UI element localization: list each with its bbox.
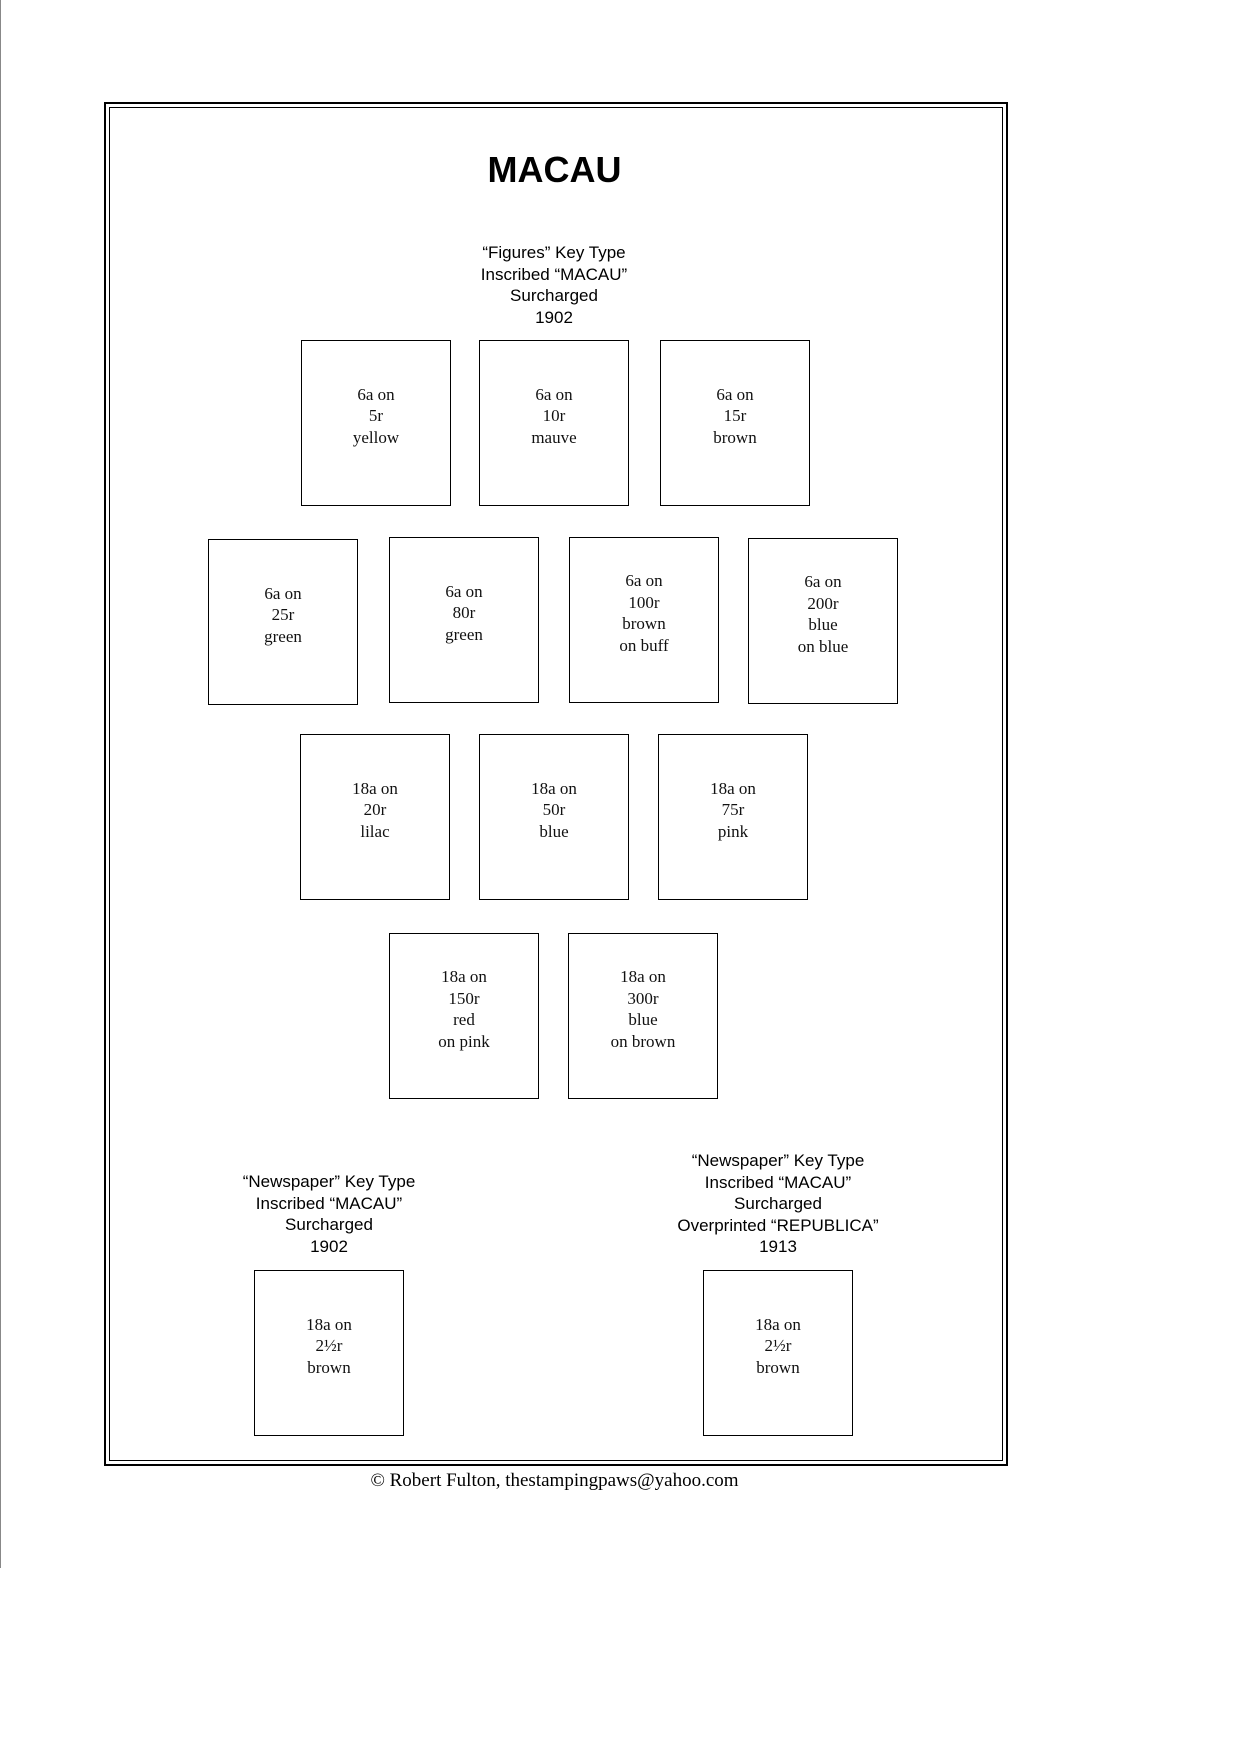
- section-heading-newspaper-republica: “Newspaper” Key Type Inscribed “MACAU” S…: [628, 1150, 928, 1258]
- stamp-line: blue: [628, 1010, 658, 1029]
- stamp-line: 6a on: [535, 384, 573, 404]
- stamp-space: 18a on 300r blue on brown: [568, 933, 718, 1099]
- stamp-line: 2½r: [315, 1336, 343, 1356]
- stamp-line: brown: [622, 614, 666, 633]
- heading-line: “Figures” Key Type: [482, 243, 626, 262]
- heading-line: 1902: [535, 307, 573, 327]
- section-heading-figures: “Figures” Key Type Inscribed “MACAU” Sur…: [404, 242, 704, 328]
- stamp-space: 18a on 2½r brown: [254, 1270, 404, 1436]
- stamp-description: 18a on 75r pink: [710, 778, 756, 843]
- copyright-footer: © Robert Fulton, thestampingpaws@yahoo.c…: [370, 1470, 739, 1491]
- stamp-line: brown: [307, 1357, 351, 1377]
- stamp-space: 18a on 50r blue: [479, 734, 629, 900]
- stamp-line: blue: [539, 821, 569, 841]
- heading-line: Overprinted “REPUBLICA”: [677, 1215, 879, 1235]
- stamp-line: 6a on: [264, 583, 302, 603]
- stamp-line: 18a on: [531, 778, 577, 798]
- heading-line: Surcharged: [285, 1215, 373, 1234]
- stamp-line: 15r: [723, 406, 747, 426]
- stamp-space: 6a on 25r green: [208, 539, 358, 705]
- page-border-outer: [104, 102, 1008, 1466]
- stamp-line: 100r: [628, 592, 660, 612]
- stamp-line: 10r: [542, 406, 566, 426]
- stamp-description: 6a on 100r brown on buff: [619, 570, 668, 656]
- stamp-description: 18a on 2½r brown: [306, 1314, 352, 1379]
- heading-line: Inscribed “MACAU”: [704, 1172, 852, 1192]
- stamp-space: 6a on 5r yellow: [301, 340, 451, 506]
- stamp-line: 2½r: [764, 1336, 792, 1356]
- stamp-line: 150r: [448, 988, 480, 1008]
- stamp-space: 18a on 150r red on pink: [389, 933, 539, 1099]
- heading-line: 1902: [310, 1236, 348, 1256]
- stamp-line: 6a on: [716, 384, 754, 404]
- stamp-description: 6a on 200r blue on blue: [798, 571, 849, 657]
- stamp-line: 25r: [271, 605, 295, 625]
- page-title: MACAU: [487, 149, 622, 190]
- stamp-description: 18a on 50r blue: [531, 778, 577, 843]
- stamp-line: 300r: [627, 988, 659, 1008]
- stamp-line: 18a on: [306, 1314, 352, 1334]
- section-heading-newspaper-1902: “Newspaper” Key Type Inscribed “MACAU” S…: [179, 1171, 479, 1257]
- stamp-line: 75r: [721, 800, 745, 820]
- stamp-line: red: [453, 1010, 475, 1029]
- stamp-line: mauve: [531, 427, 577, 447]
- stamp-space: 18a on 75r pink: [658, 734, 808, 900]
- stamp-line: 18a on: [352, 778, 398, 798]
- stamp-space: 6a on 200r blue on blue: [748, 538, 898, 704]
- page-border-inner: [109, 107, 1003, 1461]
- stamp-space: 6a on 15r brown: [660, 340, 810, 506]
- stamp-line: 18a on: [710, 778, 756, 798]
- heading-line: Inscribed “MACAU”: [480, 264, 628, 284]
- heading-line: Inscribed “MACAU”: [255, 1193, 403, 1213]
- stamp-description: 6a on 10r mauve: [531, 384, 576, 449]
- stamp-line: on pink: [438, 1031, 490, 1051]
- heading-line: 1913: [759, 1237, 797, 1256]
- stamp-line: green: [264, 626, 302, 646]
- heading-line: Surcharged: [734, 1194, 822, 1213]
- stamp-line: 20r: [363, 800, 387, 820]
- stamp-space: 18a on 20r lilac: [300, 734, 450, 900]
- stamp-line: 50r: [542, 800, 566, 820]
- stamp-line: lilac: [360, 821, 390, 841]
- stamp-description: 18a on 20r lilac: [352, 778, 398, 843]
- stamp-line: on blue: [797, 636, 849, 656]
- stamp-description: 6a on 5r yellow: [353, 384, 399, 449]
- stamp-line: 18a on: [755, 1314, 801, 1334]
- stamp-line: brown: [713, 427, 757, 447]
- stamp-space: 6a on 80r green: [389, 537, 539, 703]
- stamp-line: brown: [756, 1357, 800, 1377]
- stamp-space: 6a on 10r mauve: [479, 340, 629, 506]
- stamp-line: 6a on: [357, 384, 395, 404]
- stamp-line: 6a on: [804, 572, 842, 591]
- stamp-description: 18a on 150r red on pink: [438, 966, 489, 1052]
- stamp-line: 6a on: [445, 581, 483, 601]
- stamp-line: 18a on: [441, 967, 487, 986]
- stamp-line: 6a on: [625, 571, 663, 590]
- stamp-line: 18a on: [620, 967, 666, 986]
- stamp-line: pink: [717, 821, 749, 841]
- stamp-line: 80r: [452, 603, 476, 623]
- stamp-line: green: [445, 624, 483, 644]
- stamp-space: 18a on 2½r brown: [703, 1270, 853, 1436]
- stamp-description: 18a on 2½r brown: [755, 1314, 801, 1379]
- stamp-description: 18a on 300r blue on brown: [611, 966, 676, 1052]
- stamp-description: 6a on 15r brown: [713, 384, 756, 449]
- stamp-description: 6a on 25r green: [264, 583, 302, 648]
- stamp-line: 200r: [807, 593, 839, 613]
- heading-line: Surcharged: [510, 286, 598, 305]
- stamp-line: blue: [808, 615, 838, 634]
- stamp-space: 6a on 100r brown on buff: [569, 537, 719, 703]
- heading-line: “Newspaper” Key Type: [242, 1172, 416, 1191]
- heading-line: “Newspaper” Key Type: [691, 1151, 865, 1170]
- stamp-description: 6a on 80r green: [445, 581, 483, 646]
- stamp-line: on brown: [610, 1031, 676, 1051]
- album-page: MACAU “Figures” Key Type Inscribed “MACA…: [0, 0, 1008, 1568]
- stamp-line: yellow: [352, 427, 400, 447]
- stamp-line: on buff: [619, 635, 669, 655]
- stamp-line: 5r: [368, 406, 384, 426]
